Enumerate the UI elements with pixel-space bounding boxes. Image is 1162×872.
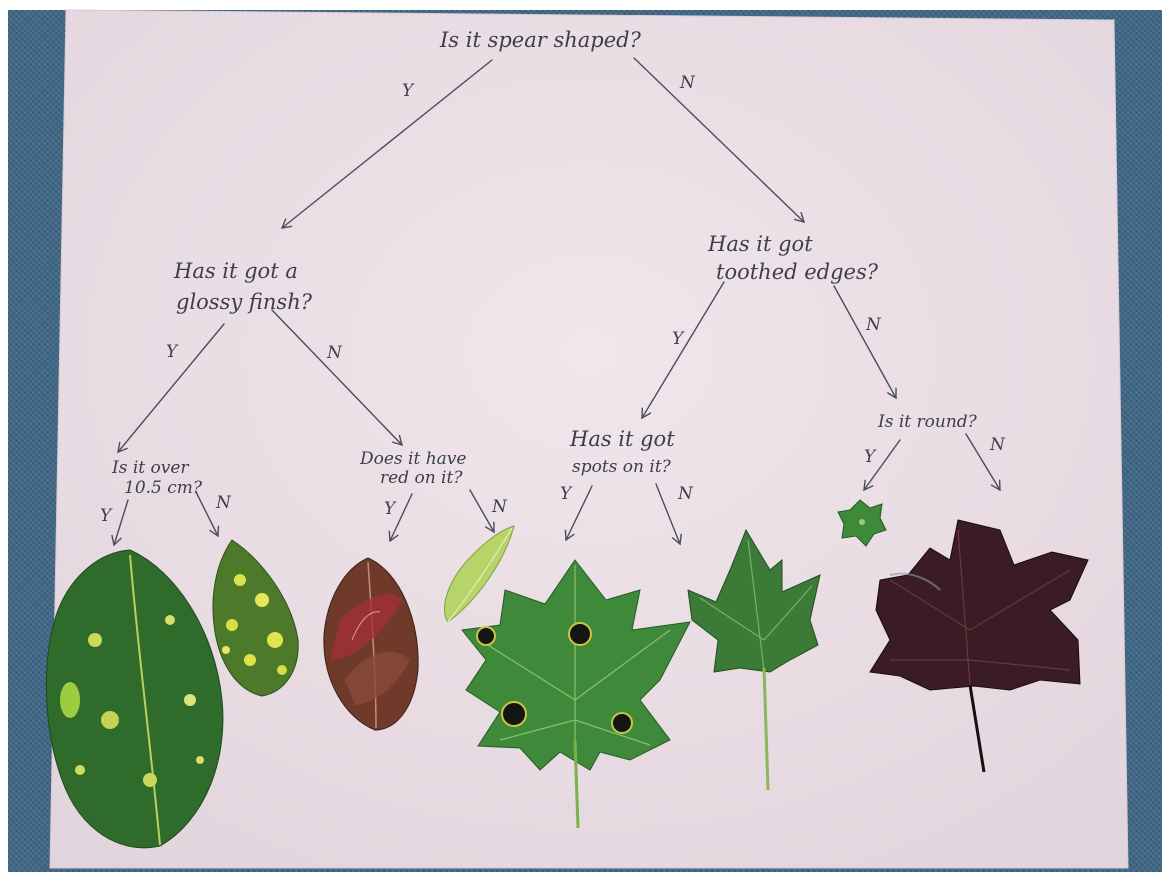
label-yes-over: Y xyxy=(100,506,113,526)
label-yes-spots: Y xyxy=(560,484,573,504)
glossy-question-line1: Has it got a xyxy=(173,259,298,283)
label-no-red: N xyxy=(491,497,508,517)
toothed-question-line1: Has it got xyxy=(707,232,813,256)
label-yes-toothed: Y xyxy=(672,329,685,349)
label-yes-glossy: Y xyxy=(166,342,179,362)
label-yes-round: Y xyxy=(864,447,877,467)
over-question-line1: Is it over xyxy=(111,458,189,478)
label-no-spots: N xyxy=(677,484,694,504)
spots-question-line1: Has it got xyxy=(569,427,675,451)
label-no-over: N xyxy=(215,493,232,513)
label-no-toothed: N xyxy=(865,315,882,335)
red-question-line1: Does it have xyxy=(359,449,466,469)
root-question: Is it spear shaped? xyxy=(439,28,642,52)
label-yes-red: Y xyxy=(384,499,397,519)
label-no-round: N xyxy=(989,435,1006,455)
glossy-question-line2: glossy finsh? xyxy=(176,290,313,314)
over-question-line2: 10.5 cm? xyxy=(124,478,203,498)
red-question-line2: red on it? xyxy=(380,468,463,488)
label-yes-root: Y xyxy=(402,81,415,101)
spots-question-line2: spots on it? xyxy=(572,457,672,477)
round-question: Is it round? xyxy=(877,412,978,432)
toothed-question-line2: toothed edges? xyxy=(716,260,879,284)
label-no-root: N xyxy=(679,73,696,93)
label-no-glossy: N xyxy=(326,343,343,363)
